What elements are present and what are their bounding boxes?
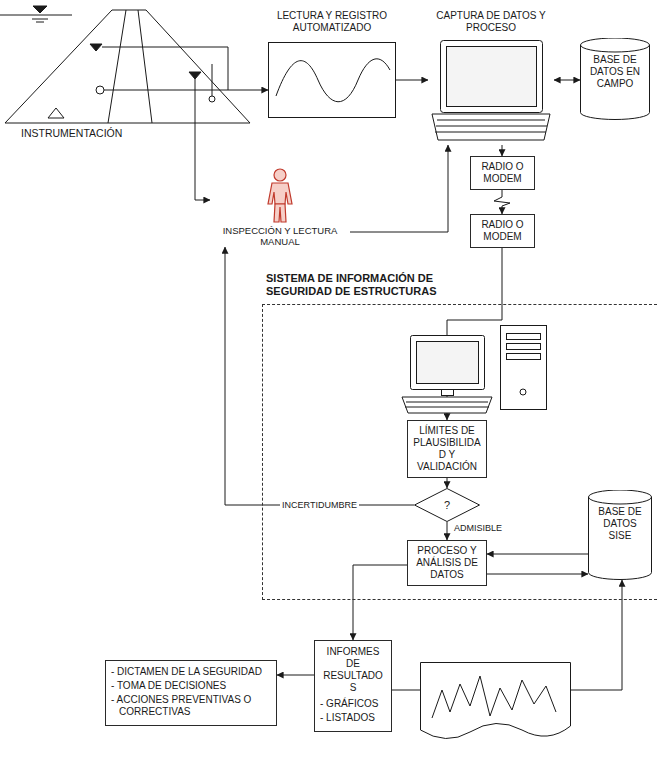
results-chart — [421, 663, 571, 739]
flow-arrow — [487, 554, 588, 555]
flow-arrow — [277, 675, 314, 676]
flow-arrow — [195, 145, 210, 200]
decision-diamond: ? — [414, 488, 480, 522]
node-label: LECTURA Y REGISTRO AUTOMATIZADO — [268, 10, 396, 34]
inspector-figure — [268, 169, 292, 222]
flow-arrow — [250, 90, 268, 91]
node-label: CAPTURA DE DATOS Y PROCESO — [428, 10, 554, 34]
desktop-computer — [402, 326, 547, 414]
recorder-node: LECTURA Y REGISTRO AUTOMATIZADO — [268, 10, 396, 118]
node-label: INSPECCIÓN Y LECTURA MANUAL — [210, 225, 350, 247]
laptop-icon — [432, 41, 550, 141]
flow-arrow — [447, 478, 448, 488]
flow-arrow — [353, 565, 407, 640]
recorder-box — [269, 43, 396, 118]
flow-arrow — [396, 80, 428, 81]
database-cylinder: BASE DE DATOS EN CAMPO — [580, 38, 650, 120]
node-label: ? — [444, 499, 450, 511]
node-item: - ACCIONES PREVENTIVAS O CORRECTIVAS — [111, 694, 271, 718]
node-item: - LISTADOS — [320, 712, 386, 724]
node-item: - TOMA DE DECISIONES — [111, 680, 271, 692]
node-label: PROCESO Y ANÁLISIS DE DATOS — [412, 545, 482, 581]
flow-arrow — [487, 574, 588, 575]
radio-box: RADIO O MODEM — [470, 156, 535, 190]
flow-arrow — [447, 248, 502, 420]
database-cylinder: BASE DE DATOS SISE — [588, 490, 652, 580]
flow-arrow — [494, 190, 510, 214]
node-label: INFORMES DE RESULTADOS — [320, 646, 386, 694]
node-label: INSTRUMENTACIÓN — [21, 127, 250, 139]
node-label: LÍMITES DE PLAUSIBILIDAD Y VALIDACIÓN — [412, 425, 482, 473]
process-box: PROCESO Y ANÁLISIS DE DATOS — [407, 540, 487, 586]
node-label: RADIO O MODEM — [475, 161, 530, 185]
node-label: SISTEMA DE INFORMACIÓN DE SEGURIDAD DE E… — [262, 270, 481, 298]
node-label: BASE DE DATOS EN CAMPO — [584, 54, 646, 90]
outcome-box: - DICTAMEN DE LA SEGURIDAD - TOMA DE DECI… — [105, 660, 277, 726]
node-label: - DICTAMEN DE LA SEGURIDAD — [111, 666, 271, 678]
flow-arrow — [554, 80, 580, 81]
dam-illustration — [0, 6, 250, 145]
edge-label: ADMISIBLE — [452, 523, 504, 534]
node-label: RADIO O MODEM — [475, 219, 530, 243]
edge-label: INCERTIDUMBRE — [280, 500, 359, 511]
process-box: LÍMITES DE PLAUSIBILIDAD Y VALIDACIÓN — [407, 420, 487, 478]
report-box: INFORMES DE RESULTADOS - GRÁFICOS - LISTAD… — [314, 640, 392, 732]
instrumentation-node: INSTRUMENTACIÓN — [5, 5, 250, 145]
flow-arrow — [447, 522, 448, 540]
flow-arrow — [350, 145, 448, 232]
inspection-node: INSPECCIÓN Y LECTURA MANUAL — [210, 165, 350, 247]
capture-node: CAPTURA DE DATOS Y PROCESO — [428, 10, 554, 145]
node-item: - GRÁFICOS — [320, 698, 386, 710]
radio-box: RADIO O MODEM — [470, 214, 535, 248]
flow-arrow — [502, 145, 503, 156]
node-label: BASE DE DATOS SISE — [592, 506, 648, 542]
system-region: SISTEMA DE INFORMACIÓN DE SEGURIDAD DE E… — [262, 270, 657, 600]
